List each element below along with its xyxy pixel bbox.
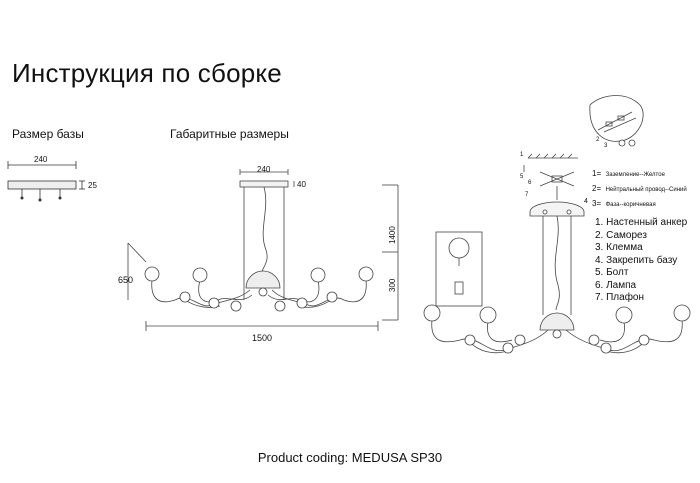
- diagram-callout-6: 6: [528, 180, 532, 186]
- diagram-callout-7: 7: [525, 192, 529, 198]
- page-title: Инструкция по сборке: [12, 58, 282, 88]
- diagram-callout-1: 1: [520, 152, 524, 158]
- wiring-line-3: 3= Фаза--коричневая: [592, 199, 656, 208]
- product-coding: Product coding: MEDUSA SP30: [257, 450, 443, 465]
- parts-legend: 1. Настенный анкер 2. Саморез 3. Клемма …: [595, 217, 687, 305]
- parts-item: 2. Саморез: [595, 229, 647, 241]
- parts-item: 3. Клемма: [595, 242, 643, 253]
- overall-height-label: 650: [118, 275, 134, 285]
- parts-item: 7. Плафон: [595, 292, 645, 303]
- overall-dimensions-heading: Габаритные размеры: [170, 127, 289, 141]
- base-size-heading: Размер базы: [12, 127, 84, 141]
- parts-item: 4. Закрепить базу: [595, 254, 678, 266]
- base-width-label: 240: [34, 155, 48, 164]
- parts-item: 5. Болт: [595, 267, 629, 278]
- diagram-callout-2: 2: [596, 137, 600, 143]
- diagram-callout-3: 3: [604, 143, 608, 149]
- overall-length-label: 1500: [252, 333, 273, 343]
- wiring-legend: 1= Заземление--Желтое 2= Нейтральный про…: [592, 166, 687, 211]
- diagram-callout-5: 5: [520, 174, 524, 180]
- diagram-callout-4: 4: [584, 198, 588, 205]
- wiring-line-1: 1= Заземление--Желтое: [592, 169, 665, 178]
- base-height-label: 25: [88, 181, 97, 190]
- top-plate-width-label: 240: [257, 165, 271, 174]
- wiring-line-2: 2= Нейтральный провод--Синий: [592, 184, 687, 193]
- parts-item: 6. Лампа: [595, 279, 637, 291]
- plate-height-label: 40: [297, 180, 306, 189]
- parts-item: 1. Настенный анкер: [595, 217, 688, 228]
